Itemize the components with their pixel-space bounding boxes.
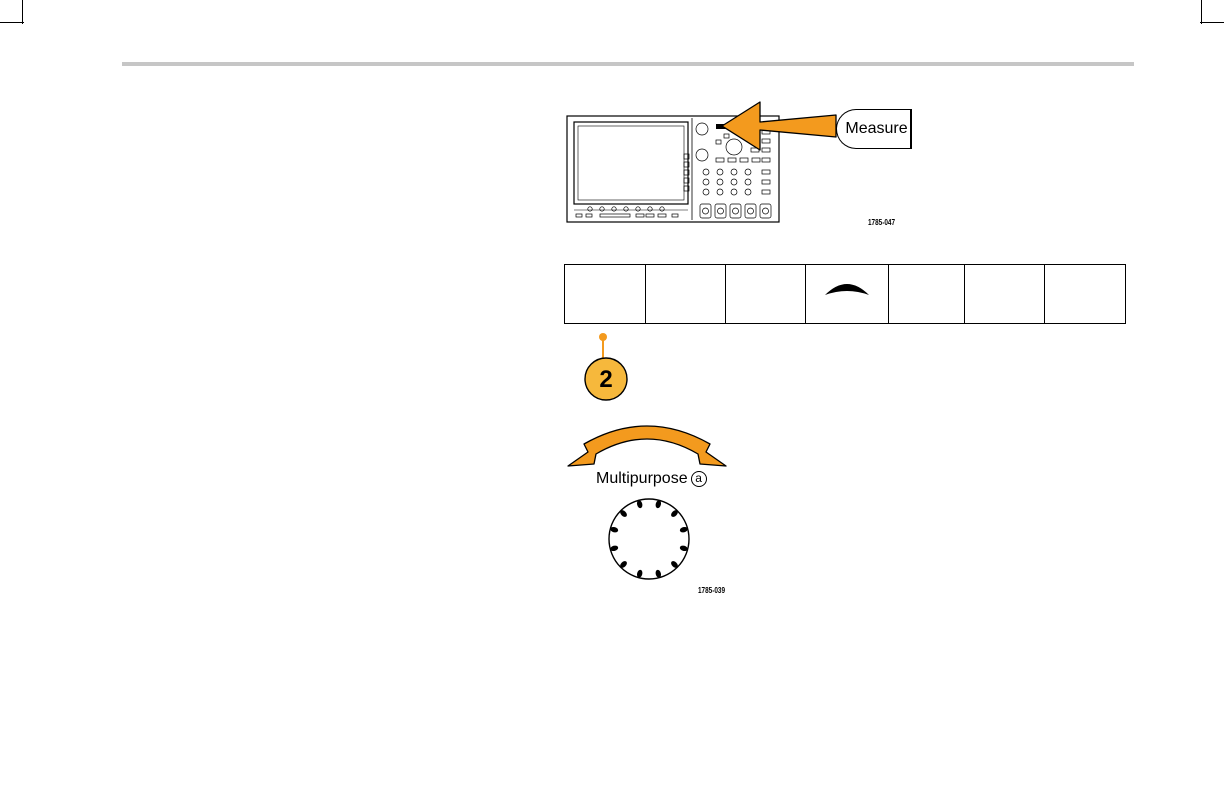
crop-mark-top-left-vertical [22, 0, 23, 24]
menu-button-more[interactable] [806, 265, 889, 323]
crop-mark-top-left-horizontal [0, 22, 24, 23]
menu-button-5[interactable] [889, 265, 965, 323]
step-number: 2 [583, 366, 629, 394]
multipurpose-knob[interactable] [604, 494, 694, 584]
crop-mark-top-right-horizontal [1200, 22, 1224, 23]
header-rule [122, 62, 1134, 66]
menu-button-2[interactable] [646, 265, 727, 323]
knob-figure-code: 1785-039 [698, 586, 725, 595]
pointer-arrow-icon [716, 96, 840, 156]
measure-button-label: Measure [845, 120, 907, 138]
menu-button-3[interactable] [726, 265, 806, 323]
up-arrow-icon [823, 279, 871, 297]
scope-figure-code: 1785-047 [868, 218, 895, 227]
menu-button-7[interactable] [1045, 265, 1125, 323]
crop-mark-top-right-vertical [1201, 0, 1202, 24]
multipurpose-text: Multipurpose [596, 470, 688, 487]
rotate-arrow-icon [564, 414, 730, 470]
knob-a-marker: a [691, 471, 707, 487]
bottom-menu-bar [564, 264, 1126, 324]
menu-button-6[interactable] [965, 265, 1046, 323]
menu-button-1[interactable] [565, 265, 646, 323]
measure-button[interactable]: Measure [836, 109, 912, 149]
